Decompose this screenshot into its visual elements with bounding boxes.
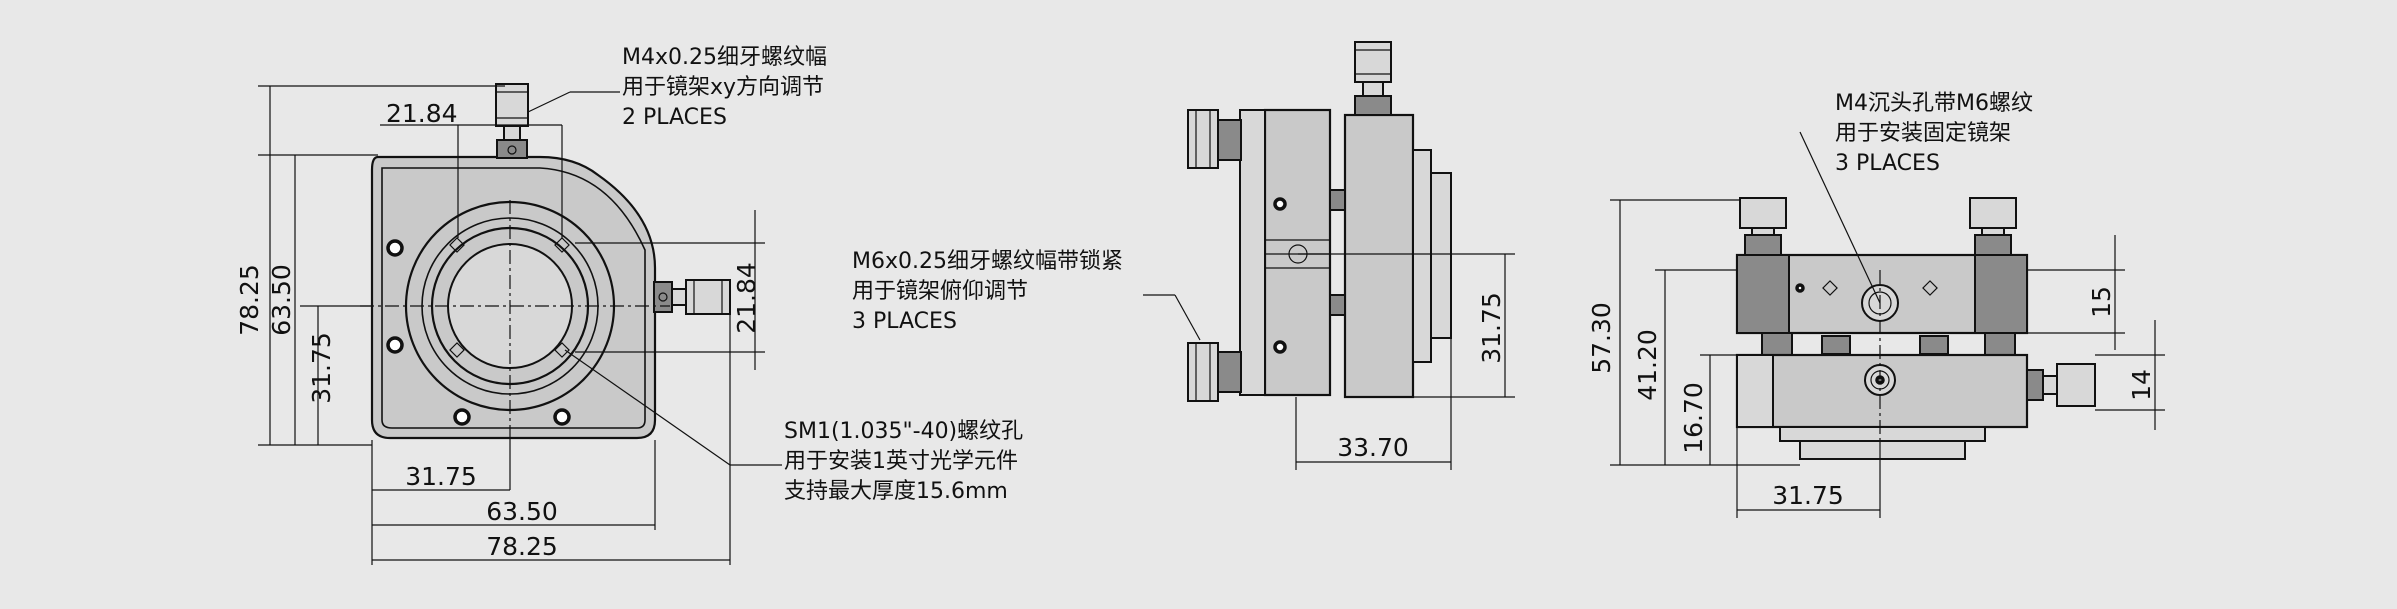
svg-text:用于安装固定镜架: 用于安装固定镜架 xyxy=(1835,121,2011,146)
ring-screw-marks xyxy=(449,237,570,358)
top-adjuster xyxy=(495,83,529,159)
dim-top-width: 21.84 xyxy=(386,99,458,128)
top-lens-barrel xyxy=(1799,440,1966,460)
side-rear-plate xyxy=(1263,108,1332,397)
side-top-knob xyxy=(1354,41,1392,116)
top-dim-right-lower: 14 xyxy=(2127,369,2156,401)
top-left-knob xyxy=(1739,197,1787,256)
dim-bottom-total: 78.25 xyxy=(486,532,558,561)
dim-height-center: 31.75 xyxy=(307,332,336,404)
side-lens-barrel xyxy=(1412,149,1432,363)
top-right-knob xyxy=(1969,197,2017,256)
svg-text:2 PLACES: 2 PLACES xyxy=(622,105,727,130)
svg-text:用于安装1英寸光学元件: 用于安装1英寸光学元件 xyxy=(784,449,1018,474)
svg-text:M4x0.25细牙螺纹幅: M4x0.25细牙螺纹幅 xyxy=(622,45,827,70)
side-lower-knob xyxy=(1187,342,1242,402)
dim-height-body: 63.50 xyxy=(267,264,296,336)
top-dim-height-low: 16.70 xyxy=(1679,382,1708,454)
svg-text:用于镜架俯仰调节: 用于镜架俯仰调节 xyxy=(852,279,1028,304)
front-dimensions xyxy=(258,85,782,565)
note-sm1-thread: SM1(1.035"-40)螺纹孔 用于安装1英寸光学元件 支持最大厚度15.6… xyxy=(784,419,1023,504)
side-hole xyxy=(1273,340,1287,354)
top-dim-bottom-center: 31.75 xyxy=(1772,481,1844,510)
svg-text:支持最大厚度15.6mm: 支持最大厚度15.6mm xyxy=(784,479,1008,504)
top-side-knob xyxy=(2026,363,2096,407)
side-dim-depth: 33.70 xyxy=(1337,433,1409,462)
note-side-adjuster: M6x0.25细牙螺纹幅带锁紧 用于镜架俯仰调节 3 PLACES xyxy=(852,249,1123,334)
mount-hole xyxy=(386,336,404,354)
mount-hole xyxy=(386,239,404,257)
svg-text:SM1(1.035"-40)螺纹孔: SM1(1.035"-40)螺纹孔 xyxy=(784,419,1023,444)
side-upper-knob xyxy=(1187,109,1242,169)
svg-text:3 PLACES: 3 PLACES xyxy=(852,309,957,334)
side-front-plate xyxy=(1343,113,1415,399)
front-view: 21.84 78.25 63.50 31.75 21.84 31.75 63.5… xyxy=(235,45,1023,565)
right-adjuster xyxy=(653,279,731,315)
note-top-adjuster: M4x0.25细牙螺纹幅 用于镜架xy方向调节 2 PLACES xyxy=(622,45,827,130)
dim-bottom-center: 31.75 xyxy=(405,462,477,491)
side-dim-height: 31.75 xyxy=(1477,292,1506,364)
note-mount-hole: M4沉头孔带M6螺纹 用于安装固定镜架 3 PLACES xyxy=(1835,91,2033,176)
dim-height-total: 78.25 xyxy=(235,264,264,336)
top-dimensions xyxy=(1610,131,2165,518)
top-dim-height-total: 57.30 xyxy=(1587,302,1616,374)
side-view: 31.75 33.70 M6x0.25细牙螺纹幅带锁紧 用于镜架俯仰调节 3 P… xyxy=(852,41,1515,470)
mount-hole xyxy=(453,408,471,426)
svg-text:用于镜架xy方向调节: 用于镜架xy方向调节 xyxy=(622,75,824,100)
side-hole xyxy=(1273,197,1287,211)
top-dim-right-upper: 15 xyxy=(2087,286,2116,318)
top-view: 57.30 41.20 16.70 15 14 31.75 M4沉头孔带M6螺纹… xyxy=(1587,91,2165,518)
dim-bottom-body: 63.50 xyxy=(486,497,558,526)
top-dim-height-mid: 41.20 xyxy=(1633,329,1662,401)
side-dimensions xyxy=(1143,253,1515,470)
svg-text:M6x0.25细牙螺纹幅带锁紧: M6x0.25细牙螺纹幅带锁紧 xyxy=(852,249,1123,274)
dim-right-height: 21.84 xyxy=(732,262,761,334)
svg-text:M4沉头孔带M6螺纹: M4沉头孔带M6螺纹 xyxy=(1835,91,2033,116)
mount-hole xyxy=(553,408,571,426)
svg-text:3 PLACES: 3 PLACES xyxy=(1835,151,1940,176)
